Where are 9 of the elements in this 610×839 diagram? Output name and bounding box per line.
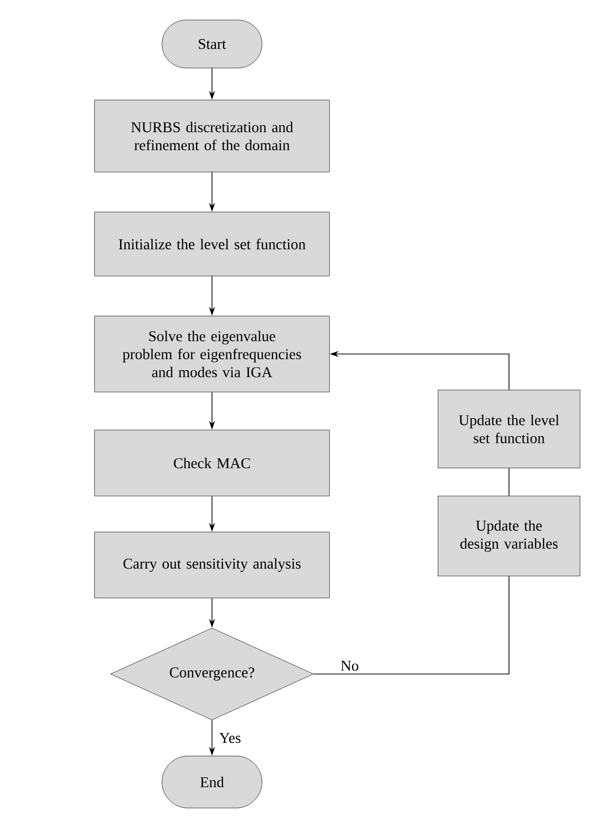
process-box: Update the design variables bbox=[438, 496, 580, 576]
process-box: NURBS discretization and refinement of the domain bbox=[94, 100, 330, 172]
process-box: Update the level set function bbox=[438, 390, 580, 468]
process-box: Check MAC bbox=[94, 430, 330, 496]
edge-label: Yes bbox=[219, 733, 240, 743]
edge-label: No bbox=[340, 660, 358, 671]
process-box: Solve the eigenvalue problem for eigenfrequencies and modes via IGA bbox=[94, 316, 330, 392]
process-box: Initialize the level set function bbox=[94, 212, 330, 276]
process-box: Carry out sensitivity analysis bbox=[94, 532, 330, 598]
